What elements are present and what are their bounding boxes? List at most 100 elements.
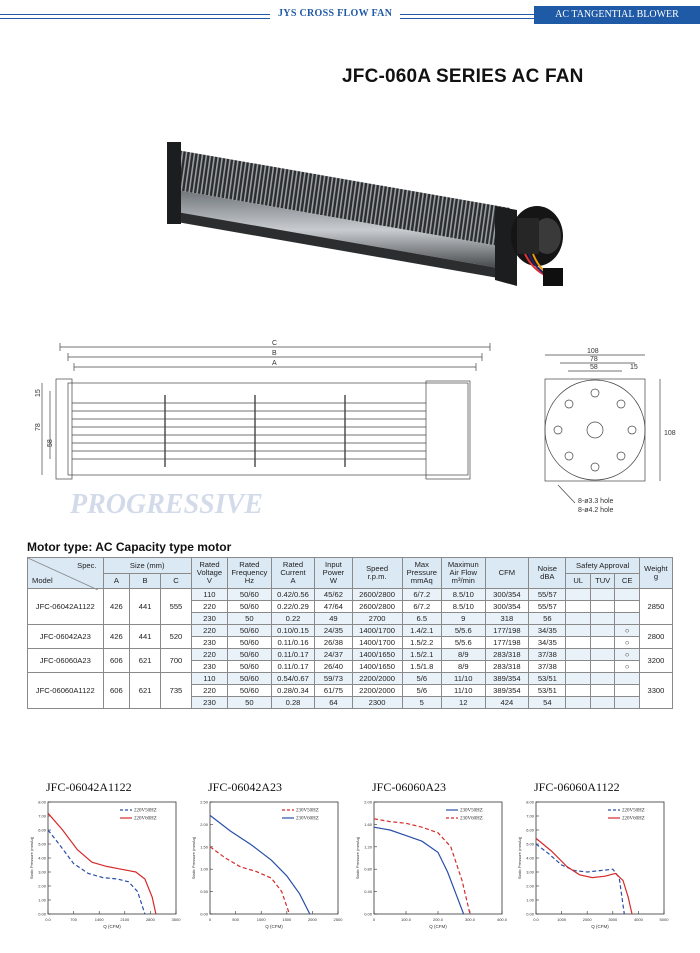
cell-rpm: 2200/2000 <box>351 684 403 697</box>
weight-cell: 3200 <box>638 648 674 673</box>
legend-label: 220V50HZ <box>622 809 645 814</box>
y-tick-label: 8.00 <box>526 800 535 805</box>
series-line <box>47 829 146 915</box>
dim-label-78: 78 <box>35 423 42 431</box>
weight-cell: 2800 <box>638 624 674 649</box>
cell-cfm: 283/318 <box>484 660 530 673</box>
plot-frame <box>47 801 177 915</box>
y-axis-label: Static Pressure (mmAq) <box>355 836 360 879</box>
cell-hz: 50 <box>227 612 272 625</box>
x-tick-label: 0 <box>373 917 376 922</box>
cell-ul <box>565 648 591 661</box>
x-tick-label: 2500 <box>334 917 344 922</box>
cell-tuv <box>589 684 616 697</box>
x-tick-label: 2100 <box>120 917 130 922</box>
tuv-header: TUV <box>589 573 616 589</box>
series-line <box>535 837 633 915</box>
cell-w: 26/40 <box>314 660 353 673</box>
plot-frame <box>373 801 503 915</box>
dim-label-15: 15 <box>35 389 42 397</box>
cell-p: 6/7.2 <box>401 588 442 601</box>
cell-af: 8/9 <box>440 660 486 673</box>
motor-type-label: Motor type: AC Capacity type motor <box>27 540 232 554</box>
y-tick-label: 1.60 <box>364 822 373 827</box>
size-c-cell: 520 <box>160 624 192 649</box>
weight-cell: 2850 <box>638 588 674 625</box>
series-line <box>47 812 157 915</box>
cell-db: 55/57 <box>528 588 567 601</box>
cell-hz: 50/60 <box>227 684 272 697</box>
cell-cfm: 300/354 <box>484 588 530 601</box>
cell-cfm: 389/354 <box>484 684 530 697</box>
cell-v: 110 <box>190 588 229 601</box>
size-header: Size (mm) <box>102 557 192 574</box>
cell-af: 11/10 <box>440 684 486 697</box>
cell-ul <box>565 600 591 613</box>
diagonal-line <box>28 558 98 590</box>
cell-ce: ○ <box>614 648 640 661</box>
cell-tuv <box>589 612 616 625</box>
model-name-cell: JFC-06060A1122 <box>27 672 104 709</box>
y-tick-label: 7.00 <box>38 814 47 819</box>
safety-header: Safety Approval <box>565 557 640 574</box>
cell-w: 61/75 <box>314 684 353 697</box>
cell-hz: 50/60 <box>227 588 272 601</box>
cell-ce: ○ <box>614 636 640 649</box>
cell-a: 0.28 <box>270 696 316 709</box>
banner-center-label: JYS CROSS FLOW FAN <box>270 8 401 19</box>
size-c-cell: 555 <box>160 588 192 625</box>
cell-db: 53/51 <box>528 672 567 685</box>
cell-p: 5/6 <box>401 672 442 685</box>
y-tick-label: 2.00 <box>364 800 373 805</box>
y-tick-label: 1.00 <box>526 898 535 903</box>
cell-w: 64 <box>314 696 353 709</box>
cell-ce: ○ <box>614 624 640 637</box>
cell-p: 5 <box>401 696 442 709</box>
x-axis-label: Q (CFM) <box>591 924 609 929</box>
cell-w: 59/73 <box>314 672 353 685</box>
cell-ul <box>565 696 591 709</box>
cell-af: 11/10 <box>440 672 486 685</box>
cell-ul <box>565 636 591 649</box>
cell-tuv <box>589 696 616 709</box>
top-banner: JYS CROSS FLOW FAN AC TANGENTIAL BLOWER <box>0 6 700 24</box>
cell-db: 34/35 <box>528 624 567 637</box>
dim-label-a: A <box>272 360 277 367</box>
dimension-drawing: C B A 15 78 58 108 78 58 15 108 8-ø3.3 h… <box>35 340 676 520</box>
cell-a: 0.10/0.15 <box>270 624 316 637</box>
y-tick-label: 0.80 <box>364 867 373 872</box>
model-label: Model <box>32 576 53 586</box>
x-tick-label: 500 <box>232 917 239 922</box>
cell-p: 1.5/2.2 <box>401 636 442 649</box>
cell-rpm: 2700 <box>351 612 403 625</box>
dim-label-b: B <box>272 350 277 357</box>
hole-label-2: 8-ø4.2 hole <box>578 507 614 514</box>
x-axis-label: Q (CFM) <box>429 924 447 929</box>
x-tick-label: 3000 <box>608 917 618 922</box>
cell-rpm: 2600/2800 <box>351 600 403 613</box>
size-a-cell: 606 <box>102 648 131 673</box>
dim-label-c: C <box>272 340 277 347</box>
legend-label: 230V50HZ <box>296 809 319 814</box>
cell-v: 230 <box>190 636 229 649</box>
cfm-header: CFM <box>484 557 530 589</box>
cell-rpm: 1400/1700 <box>351 636 403 649</box>
cell-rpm: 2200/2000 <box>351 672 403 685</box>
cell-w: 45/62 <box>314 588 353 601</box>
product-photo <box>167 142 563 286</box>
x-tick-label: 1000 <box>557 917 567 922</box>
cell-p: 5/6 <box>401 684 442 697</box>
cell-ce <box>614 588 640 601</box>
cell-ul <box>565 612 591 625</box>
cell-v: 230 <box>190 660 229 673</box>
size-a-header: A <box>102 573 131 589</box>
cell-w: 24/35 <box>314 624 353 637</box>
cell-a: 0.11/0.17 <box>270 648 316 661</box>
